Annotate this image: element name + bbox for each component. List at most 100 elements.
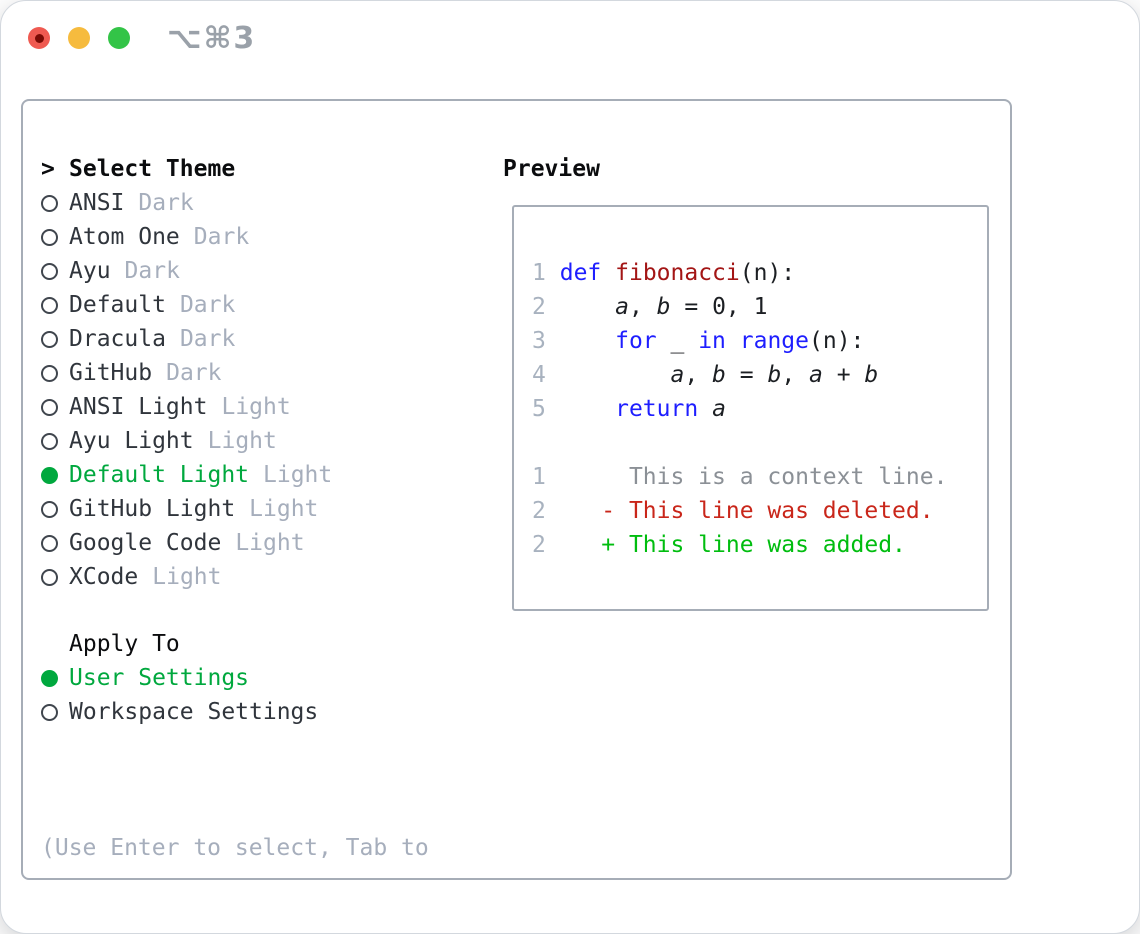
theme-name: Ayu Light (69, 428, 194, 454)
code-token-va: b (656, 294, 671, 320)
line-number: 2 (532, 498, 546, 524)
code-token-kw: def (559, 260, 602, 286)
code-token-pl (698, 396, 712, 422)
theme-name: ANSI Light (69, 394, 208, 420)
code-token-va: a (712, 396, 726, 422)
radio-selected-icon (41, 669, 58, 687)
code-token-pl (546, 396, 615, 422)
code-token-pl: = (670, 294, 713, 320)
code-token-pl (546, 294, 615, 320)
code-token-kw: for (615, 328, 657, 354)
zoom-button[interactable] (108, 27, 130, 49)
close-button[interactable] (28, 27, 50, 49)
theme-name: GitHub Light (69, 496, 236, 522)
code-token-pl: 0, 1 (712, 294, 768, 320)
line-number: 5 (532, 396, 546, 422)
theme-option[interactable]: ANSI Dark (41, 186, 332, 220)
apply-option[interactable]: User Settings (41, 661, 318, 695)
theme-option[interactable]: Atom One Dark (41, 220, 332, 254)
apply-option-label: User Settings (69, 665, 250, 691)
theme-variant-tag: Dark (179, 326, 236, 352)
radio-unselected-icon (41, 703, 58, 721)
radio-unselected-icon (41, 262, 58, 280)
theme-list-header: > Select Theme (41, 152, 332, 186)
theme-name: GitHub (69, 360, 153, 386)
theme-variant-tag: Dark (166, 360, 222, 386)
preview-line: 5 return a (532, 392, 987, 426)
theme-name: ANSI (69, 190, 125, 216)
code-token-pl (546, 328, 615, 354)
line-number: 2 (532, 532, 546, 558)
radio-selected-icon (41, 466, 58, 484)
theme-name: Atom One (69, 224, 180, 250)
theme-option[interactable]: GitHub Dark (41, 356, 332, 390)
theme-option[interactable]: Ayu Dark (41, 254, 332, 288)
code-token-pl: + (822, 362, 865, 388)
prompt-icon: > (41, 156, 55, 182)
theme-variant-tag: Light (221, 394, 291, 420)
apply-option-label: Workspace Settings (69, 699, 319, 725)
theme-list-title: Select Theme (69, 156, 236, 182)
close-icon (34, 33, 44, 43)
code-token-va: b (767, 362, 782, 388)
preview-line: 1 def fibonacci(n): (532, 256, 987, 290)
preview-line: 2 - This line was deleted. (532, 494, 987, 528)
theme-variant-tag: Dark (179, 292, 236, 318)
radio-unselected-icon (41, 500, 58, 518)
code-token-va: a (670, 362, 685, 388)
code-token-va: a (615, 294, 629, 320)
radio-unselected-icon (41, 398, 58, 416)
radio-unselected-icon (41, 330, 58, 348)
theme-name: XCode (69, 564, 139, 590)
apply-to-title: Apply To (69, 631, 180, 657)
minimize-button[interactable] (68, 27, 90, 49)
preview-line: 2 a, b = 0, 1 (532, 290, 987, 324)
theme-option[interactable]: GitHub Light Light (41, 492, 332, 526)
preview-line: 2 + This line was added. (532, 528, 987, 562)
radio-unselected-icon (41, 228, 58, 246)
radio-unselected-icon (41, 534, 58, 552)
radio-unselected-icon (41, 568, 58, 586)
line-number: 3 (532, 328, 546, 354)
theme-name: Default (69, 292, 166, 318)
theme-variant-tag: Dark (193, 224, 250, 250)
hint-line-1: (Use Enter to select, Tab to (41, 835, 429, 861)
preview-line: 4 a, b = b, a + b (532, 358, 987, 392)
code-token-pl: , (781, 362, 810, 388)
radio-unselected-icon (41, 194, 58, 212)
code-token-del: - This line was deleted. (545, 498, 934, 524)
code-token-pl: (n): (739, 260, 796, 286)
preview-blank-line (532, 426, 987, 460)
code-token-pl (601, 260, 615, 286)
code-token-kw: return (615, 396, 699, 422)
theme-variant-tag: Light (249, 496, 319, 522)
code-token-fn: fibonacci (615, 260, 740, 286)
code-token-pl: , (628, 294, 657, 320)
apply-option[interactable]: Workspace Settings (41, 695, 318, 729)
theme-name: Default Light (69, 462, 250, 488)
radio-unselected-icon (41, 364, 58, 382)
traffic-lights (28, 27, 130, 49)
preview-line: 1 This is a context line. (532, 460, 987, 494)
window-title: ⌥⌘3 (167, 21, 257, 56)
keyboard-hint: (Use Enter to select, Tab to change focu… (41, 763, 429, 933)
theme-option[interactable]: Default Dark (41, 288, 332, 322)
code-token-va: b (712, 362, 726, 388)
code-token-ctx: This is a context line. (545, 464, 948, 490)
theme-name: Ayu (69, 258, 111, 284)
preview-line: 3 for _ in range(n): (532, 324, 987, 358)
radio-unselected-icon (41, 432, 58, 450)
theme-option[interactable]: ANSI Light Light (41, 390, 332, 424)
code-token-add: + This line was added. (545, 532, 906, 558)
theme-variant-tag: Dark (124, 258, 180, 284)
code-token-pl: = (725, 362, 768, 388)
theme-variant-tag: Dark (138, 190, 194, 216)
